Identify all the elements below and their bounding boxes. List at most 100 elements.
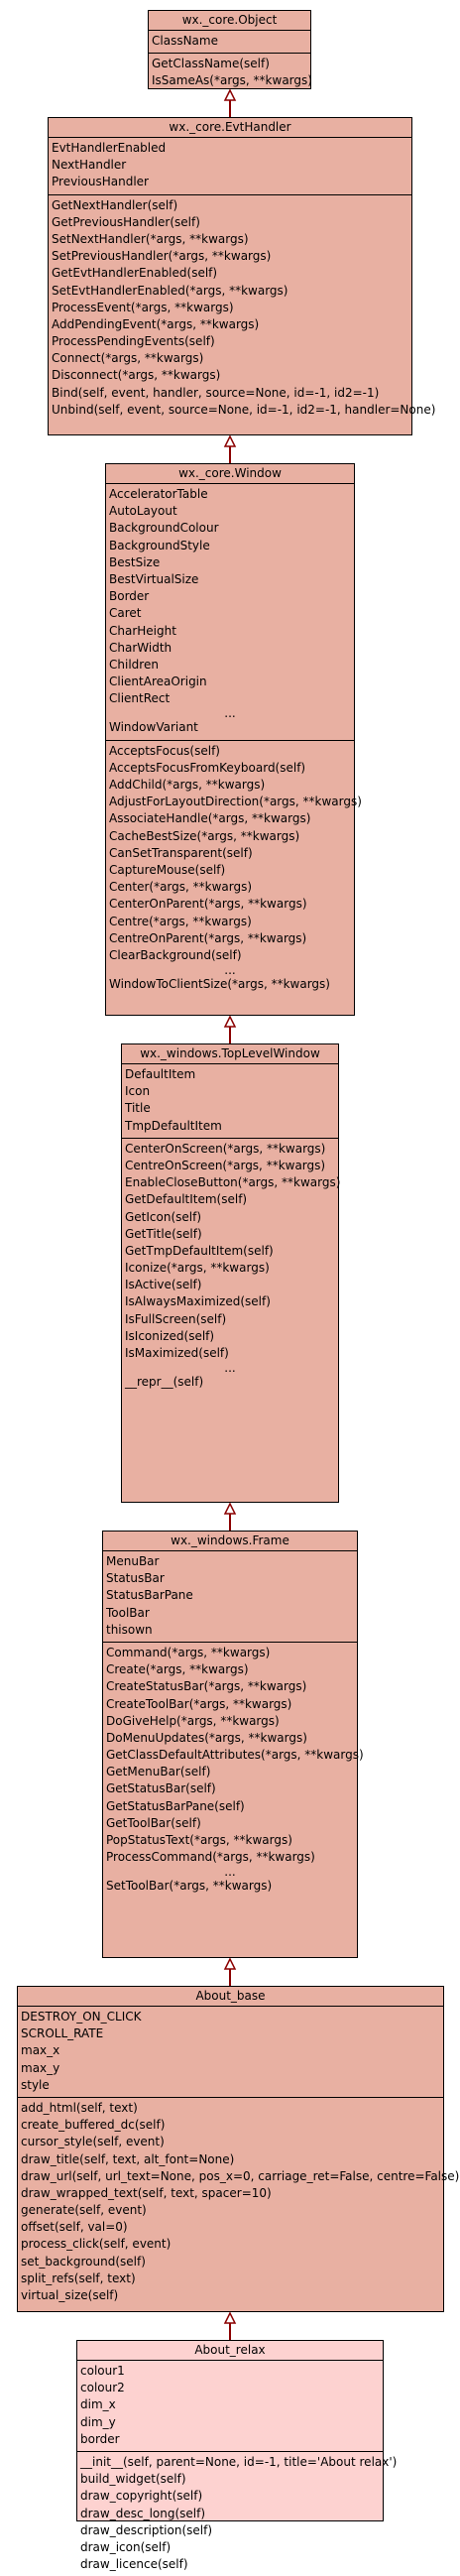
method-row: Bind(self, event, handler, source=None, …	[52, 385, 380, 400]
method-row: SetEvtHandlerEnabled(*args, **kwargs)	[52, 283, 288, 298]
method-section: AcceptsFocus(self)AcceptsFocusFromKeyboa…	[106, 741, 362, 997]
inheritance-arrowhead	[223, 1015, 237, 1028]
attribute-row: Icon	[125, 1084, 151, 1099]
method-section: GetClassName(self)IsSameAs(*args, **kwar…	[149, 54, 312, 92]
ellipsis: ...	[224, 1361, 236, 1376]
attribute-row: ClassName	[152, 34, 218, 48]
attribute-row: BestVirtualSize	[109, 571, 199, 586]
attribute-row: max_y	[21, 2060, 60, 2075]
method-row: AddPendingEvent(*args, **kwargs)	[52, 316, 260, 331]
method-row: AcceptsFocus(self)	[109, 743, 220, 758]
method-row: DoGiveHelp(*args, **kwargs)	[106, 1713, 280, 1728]
method-row: DoMenuUpdates(*args, **kwargs)	[106, 1730, 307, 1745]
method-row: GetTmpDefaultItem(self)	[125, 1243, 274, 1258]
method-row: __init__(self, parent=None, id=-1, title…	[80, 2454, 398, 2469]
attribute-row: AcceleratorTable	[109, 487, 208, 501]
method-row: __repr__(self)	[125, 1375, 204, 1390]
method-row: GetNextHandler(self)	[52, 197, 178, 212]
method-section: CenterOnScreen(*args, **kwargs) CentreOnS…	[122, 1139, 341, 1395]
method-row: SetNextHandler(*args, **kwargs)	[52, 231, 249, 246]
method-row: IsIconized(self)	[125, 1328, 215, 1343]
ellipsis: ...	[224, 706, 236, 721]
attribute-row: CharHeight	[109, 623, 176, 638]
attribute-row: ToolBar	[106, 1605, 150, 1620]
attribute-row: NextHandler	[52, 158, 127, 173]
method-row: GetIcon(self)	[125, 1209, 202, 1224]
method-row: draw_url(self, url_text=None, pos_x=0, c…	[21, 2168, 460, 2183]
class-name: wx._core.EvtHandler	[49, 118, 411, 138]
attribute-row: PreviousHandler	[52, 175, 149, 189]
attribute-row: ClientRect	[109, 691, 171, 706]
attribute-row: CharWidth	[109, 640, 172, 655]
attribute-row: Caret	[109, 606, 142, 621]
method-row: Disconnect(*args, **kwargs)	[52, 368, 221, 383]
method-row: EnableCloseButton(*args, **kwargs)	[125, 1175, 341, 1190]
attribute-row: TmpDefaultItem	[125, 1118, 222, 1133]
method-row: IsFullScreen(self)	[125, 1311, 227, 1326]
method-row: CreateStatusBar(*args, **kwargs)	[106, 1679, 307, 1694]
method-row: split_refs(self, text)	[21, 2270, 136, 2285]
method-row: AssociateHandle(*args, **kwargs)	[109, 811, 311, 826]
method-row: Center(*args, **kwargs)	[109, 880, 253, 895]
method-row: PopStatusText(*args, **kwargs)	[106, 1833, 292, 1847]
attribute-row: WindowVariant	[109, 720, 198, 735]
method-section: __init__(self, parent=None, id=-1, title…	[77, 2452, 398, 2576]
method-row: set_background(self)	[21, 2254, 146, 2269]
class-name: wx._windows.Frame	[103, 1532, 357, 1551]
attribute-row: BestSize	[109, 554, 161, 569]
attribute-row: SCROLL_RATE	[21, 2026, 104, 2041]
method-row: ProcessPendingEvents(self)	[52, 334, 215, 349]
method-section: add_html(self, text)create_buffered_dc(s…	[18, 2098, 460, 2307]
class-name: wx._core.Object	[149, 11, 310, 31]
method-row: GetStatusBarPane(self)	[106, 1798, 245, 1813]
method-row: SetToolBar(*args, **kwargs)	[106, 1879, 273, 1894]
method-row: add_html(self, text)	[21, 2100, 138, 2115]
ellipsis: ...	[224, 1865, 236, 1880]
attribute-row: colour2	[80, 2381, 125, 2395]
method-row: draw_description(self)	[80, 2522, 212, 2537]
method-row: CentreOnParent(*args, **kwargs)	[109, 930, 307, 945]
method-row: Command(*args, **kwargs)	[106, 1645, 271, 1659]
method-row: GetClassName(self)	[152, 57, 270, 71]
attribute-row: dim_y	[80, 2414, 116, 2429]
method-row: IsAlwaysMaximized(self)	[125, 1294, 271, 1309]
method-row: GetEvtHandlerEnabled(self)	[52, 266, 218, 281]
attribute-row: dim_x	[80, 2397, 116, 2412]
class-name: About_relax	[77, 2341, 383, 2361]
method-row: Create(*args, **kwargs)	[106, 1662, 249, 1677]
attribute-row: colour1	[80, 2364, 125, 2378]
attribute-row: AutoLayout	[109, 504, 177, 519]
method-row: Centre(*args, **kwargs)	[109, 914, 252, 928]
method-row: IsActive(self)	[125, 1278, 202, 1292]
inheritance-arrowhead	[223, 434, 237, 447]
method-row: draw_copyright(self)	[80, 2489, 203, 2504]
method-row: draw_licence(self)	[80, 2557, 188, 2572]
method-row: ClearBackground(self)	[109, 947, 242, 962]
method-row: draw_desc_long(self)	[80, 2506, 206, 2520]
method-row: process_click(self, event)	[21, 2237, 172, 2252]
attribute-row: DESTROY_ON_CLICK	[21, 2010, 142, 2024]
method-row: CentreOnScreen(*args, **kwargs)	[125, 1158, 326, 1172]
method-row: draw_title(self, text, alt_font=None)	[21, 2151, 235, 2166]
method-row: AddChild(*args, **kwargs)	[109, 778, 266, 792]
attribute-row: max_x	[21, 2043, 60, 2058]
method-row: GetTitle(self)	[125, 1226, 202, 1241]
method-row: CenterOnScreen(*args, **kwargs)	[125, 1141, 326, 1156]
attribute-row: EvtHandlerEnabled	[52, 141, 167, 155]
attribute-row: thisown	[106, 1622, 153, 1637]
method-row: WindowToClientSize(*args, **kwargs)	[109, 977, 330, 992]
method-row: GetClassDefaultAttributes(*args, **kwarg…	[106, 1748, 364, 1763]
method-section: Command(*args, **kwargs) Create(*args, **…	[103, 1643, 364, 1899]
inheritance-arrowhead	[223, 88, 237, 101]
ellipsis: ...	[224, 963, 236, 978]
attribute-row: BackgroundColour	[109, 521, 219, 536]
attribute-row: BackgroundStyle	[109, 538, 210, 552]
method-row: CacheBestSize(*args, **kwargs)	[109, 828, 300, 843]
attribute-row: ClientAreaOrigin	[109, 675, 207, 689]
attribute-row: Border	[109, 589, 150, 604]
